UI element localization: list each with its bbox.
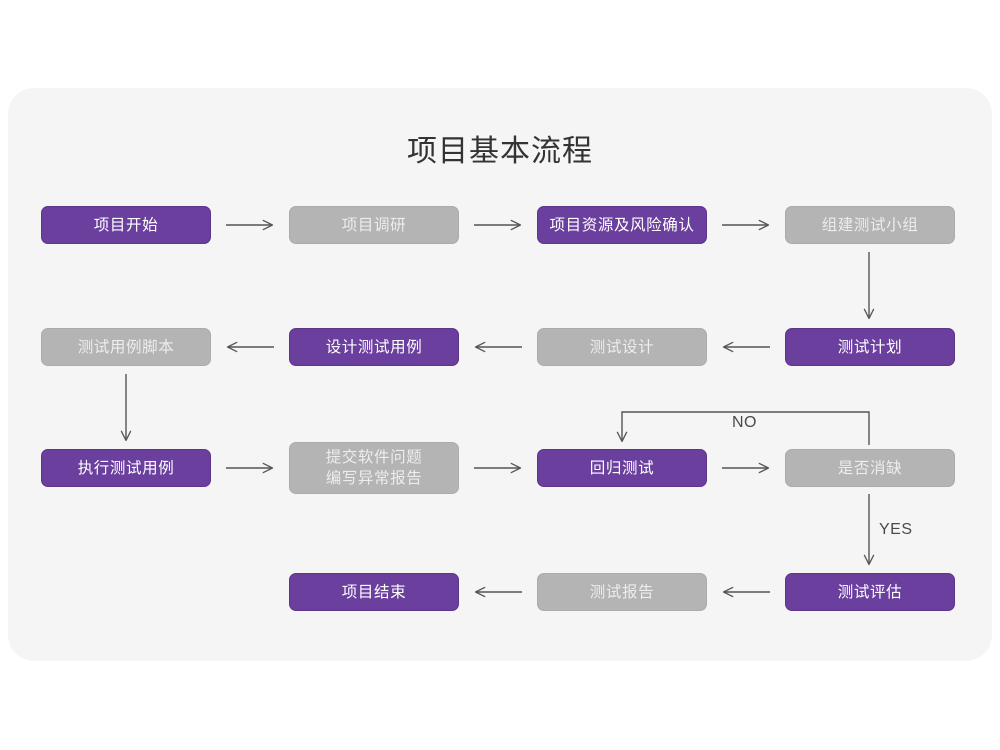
node-execute-test-cases[interactable]: 执行测试用例 [41, 449, 211, 487]
edge-label-no: NO [732, 414, 757, 431]
node-project-end[interactable]: 项目结束 [289, 573, 459, 611]
node-form-test-team[interactable]: 组建测试小组 [785, 206, 955, 244]
node-defects-resolved[interactable]: 是否消缺 [785, 449, 955, 487]
node-resource-risk-confirmation[interactable]: 项目资源及风险确认 [537, 206, 707, 244]
node-project-start[interactable]: 项目开始 [41, 206, 211, 244]
page-title: 项目基本流程 [407, 135, 593, 168]
node-submit-issues-write-report[interactable]: 提交软件问题 编写异常报告 [289, 442, 459, 494]
node-test-design[interactable]: 测试设计 [537, 328, 707, 366]
node-test-report[interactable]: 测试报告 [537, 573, 707, 611]
node-project-research[interactable]: 项目调研 [289, 206, 459, 244]
node-regression-test[interactable]: 回归测试 [537, 449, 707, 487]
node-design-test-cases[interactable]: 设计测试用例 [289, 328, 459, 366]
diagram-card [8, 88, 992, 661]
node-test-evaluation[interactable]: 测试评估 [785, 573, 955, 611]
node-test-plan[interactable]: 测试计划 [785, 328, 955, 366]
edge-label-yes: YES [879, 521, 913, 538]
node-test-case-script[interactable]: 测试用例脚本 [41, 328, 211, 366]
